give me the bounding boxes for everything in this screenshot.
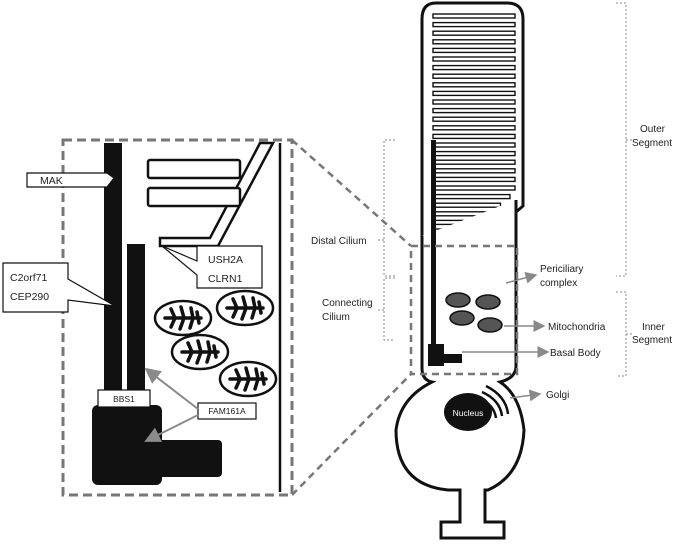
- disc: [432, 21, 516, 28]
- connecting-cilium-label-line2: Cilium: [322, 312, 350, 323]
- disc: [432, 107, 516, 114]
- mitochondrion: [170, 333, 230, 371]
- disc: [432, 73, 516, 79]
- distal-cilium-label: Distal Cilium: [311, 236, 367, 247]
- outer-segment-edge: [158, 141, 276, 248]
- outer-segment-label-line2: Segment: [632, 138, 672, 149]
- disc: [432, 168, 516, 174]
- mitochondrion: [153, 299, 213, 337]
- c2orf71-cep290-callout: [2, 262, 116, 313]
- clrn1-text: CLRN1: [208, 273, 243, 285]
- fam161a-arrows: [144, 367, 199, 442]
- golgi-label: Golgi: [546, 390, 569, 401]
- zoom-mitochondria: [153, 289, 278, 398]
- zoom-basal-foot: [152, 440, 222, 477]
- zoom-basal-body: [92, 405, 162, 485]
- disc: [432, 142, 516, 148]
- connecting-cilium-label-line1: Connecting: [322, 298, 373, 309]
- bbs1-text: BBS1: [113, 394, 135, 404]
- zoom-region-box: [409, 244, 519, 376]
- mitochondria-label: Mitochondria: [548, 322, 606, 333]
- nucleus-label: Nucleus: [453, 408, 484, 418]
- outer-segment-label-line1: Outer: [640, 124, 666, 135]
- mak-callout: [26, 172, 115, 188]
- zoom-axoneme-main: [104, 143, 122, 395]
- disc: [432, 64, 516, 71]
- disc: [432, 82, 516, 88]
- right-pointer-arrows: [462, 271, 550, 402]
- inner-segment-bracket: [616, 291, 627, 377]
- inner-segment-label-line2: Segment: [632, 335, 672, 346]
- disc: [432, 193, 511, 200]
- mitochondrion: [218, 360, 278, 398]
- disc: [432, 176, 516, 183]
- ush2a-text: USH2A: [208, 254, 243, 266]
- periciliary-label-line2: complex: [540, 278, 577, 289]
- disc-stack: [432, 13, 516, 234]
- disc: [432, 90, 516, 97]
- disc: [432, 116, 516, 122]
- bbs1-callout: [97, 389, 151, 408]
- nucleus: [444, 393, 492, 431]
- cep290-text: CEP290: [10, 291, 49, 303]
- basal-body: [428, 344, 444, 366]
- mitochondria-small: [445, 292, 503, 333]
- c2orf71-text: C2orf71: [10, 272, 48, 284]
- periciliary-label-line1: Periciliary: [540, 264, 583, 275]
- disc: [432, 150, 516, 157]
- disc: [432, 13, 516, 19]
- disc: [432, 30, 516, 36]
- basal-body-foot: [442, 354, 462, 363]
- cilium-axoneme: [431, 140, 436, 365]
- disc: [432, 56, 516, 62]
- disc: [432, 185, 516, 191]
- zoom-disc-1: [146, 158, 242, 180]
- disc: [432, 133, 516, 140]
- distal-cilium-bracket: [383, 139, 395, 277]
- zoom-disc-2: [146, 186, 242, 208]
- outer-segment-bracket: [616, 2, 627, 277]
- disc: [432, 202, 502, 208]
- inner-segment-outline: [394, 200, 526, 540]
- zoom-connector-lines: [291, 139, 412, 496]
- connecting-cilium-bracket: [383, 277, 395, 341]
- disc: [432, 47, 516, 54]
- fam161a-callout: [197, 402, 257, 420]
- disc: [432, 39, 516, 45]
- zoomed-inset: [61, 138, 294, 497]
- disc: [432, 99, 516, 105]
- callouts: MAK C2orf71 CEP290 USH2A CLRN1 BBS1 FAM1…: [2, 172, 263, 442]
- mak-text: MAK: [40, 175, 63, 187]
- basal-body-label: Basal Body: [550, 348, 601, 359]
- zoom-axoneme-secondary: [127, 244, 145, 395]
- disc: [432, 125, 516, 131]
- mitochondrion: [215, 289, 275, 327]
- disc: [432, 159, 516, 165]
- fam161a-text: FAM161A: [208, 406, 246, 416]
- photoreceptor-cell: Nucleus: [394, 1, 526, 540]
- ush2a-clrn1-callout: [161, 245, 263, 289]
- segment-brackets: [378, 2, 632, 377]
- inner-segment-label-line1: Inner: [642, 322, 665, 333]
